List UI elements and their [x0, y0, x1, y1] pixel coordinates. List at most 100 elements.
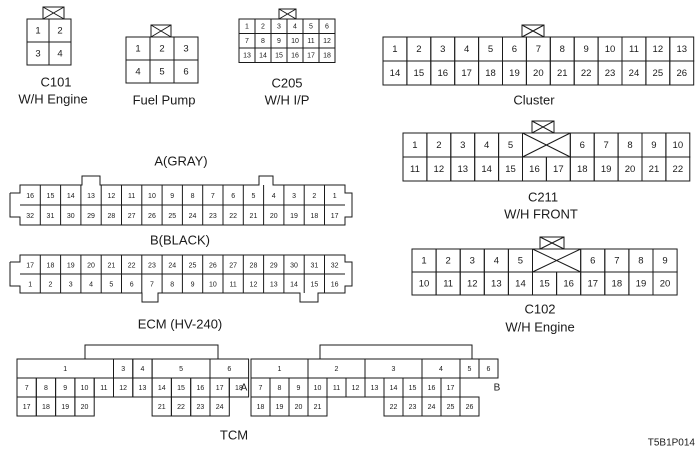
tcm-b-pin: 24 [428, 404, 436, 411]
tcm-b-cell [478, 358, 499, 379]
c211-pin: 13 [457, 164, 468, 175]
cluster-pin: 16 [437, 68, 448, 79]
c211-pin: 17 [553, 164, 564, 175]
c205-pin: 9 [277, 38, 281, 45]
c205-pin: 7 [245, 38, 249, 45]
cluster-pin: 5 [488, 44, 493, 55]
cluster-pin: 7 [536, 44, 541, 55]
c102-pin: 2 [446, 256, 451, 267]
c211-pin: 5 [508, 140, 513, 151]
cluster-pin: 15 [414, 68, 425, 79]
ecm-a-pin: 13 [87, 193, 95, 200]
ecm-a-pin: 10 [148, 193, 156, 200]
tcm-b-pin: 1 [278, 366, 282, 373]
c102-pin: 3 [470, 256, 475, 267]
tcm-b-pin: 3 [392, 366, 396, 373]
tcm-a-pin: 22 [177, 404, 185, 411]
ecm-b-pin: 30 [290, 262, 298, 269]
ecm-b-pin: 17 [26, 262, 34, 269]
ecm-a-pin: 29 [87, 213, 95, 220]
ecm-a-pin: 16 [26, 193, 34, 200]
cluster-pin: 11 [629, 44, 639, 55]
c102-pin: 19 [636, 279, 647, 290]
ecm-b-pin: 28 [250, 262, 258, 269]
cluster-pin: 22 [581, 68, 592, 79]
tcm-b-cell [307, 396, 328, 417]
c102-pin: 16 [563, 279, 574, 290]
c211-pin: 6 [580, 140, 585, 151]
cluster-pin: 2 [416, 44, 421, 55]
c102-pin: 5 [518, 256, 523, 267]
tcm-b-pin: 26 [466, 404, 474, 411]
cluster-pin: 3 [440, 44, 445, 55]
tcm-b-pin: 13 [371, 385, 379, 392]
c211-pin: 9 [651, 140, 656, 151]
c211-cell [665, 156, 691, 182]
tcm-b-pin: 17 [447, 385, 455, 392]
ecm-b-pin: 6 [130, 281, 134, 288]
ecm-a-pin: 21 [250, 213, 258, 220]
c102-lock-icon [532, 248, 582, 273]
c101-pin: 4 [57, 49, 62, 60]
c205-pin: 4 [293, 24, 297, 31]
c101-pin: 3 [35, 49, 40, 60]
tcm-a-pin: 7 [25, 385, 29, 392]
c211-lock-icon [522, 132, 571, 158]
ecm-b-pin: 14 [290, 281, 298, 288]
tcm-label: TCM [220, 427, 248, 442]
ecm-a-pin: 31 [47, 213, 55, 220]
ecm-b-pin: 22 [128, 262, 136, 269]
c205-label: C205 [271, 75, 302, 90]
c102-pin: 4 [494, 256, 499, 267]
c205-pin: 2 [261, 24, 265, 31]
ecm-b-pin: 8 [170, 281, 174, 288]
tcm-a-pin: 17 [216, 385, 224, 392]
c205-pin: 6 [325, 24, 329, 31]
ecm-b-pin: 1 [28, 281, 32, 288]
tcm-a-cell [209, 396, 230, 417]
fuel-pump-pin: 1 [135, 44, 140, 55]
tcm-a-pin: 3 [121, 366, 125, 373]
tcm-a-pin: 1 [63, 366, 67, 373]
ecm-b-pin: 18 [47, 262, 55, 269]
fuel-pump-label: Fuel Pump [133, 92, 196, 107]
tcm-b-pin: 7 [259, 385, 263, 392]
ecm-b-pin: 29 [270, 262, 278, 269]
c205-pin: 14 [259, 53, 267, 60]
c205-pin: 15 [275, 53, 283, 60]
tcm-a-pin: 5 [179, 366, 183, 373]
cluster-pin: 8 [560, 44, 565, 55]
tcm-b-pin: 9 [297, 385, 301, 392]
ecm-b-pin: 20 [87, 262, 95, 269]
c102-pin: 11 [443, 279, 453, 290]
c211-pin: 22 [673, 164, 684, 175]
c102-pin: 17 [587, 279, 598, 290]
c102-pin: 12 [467, 279, 478, 290]
tcm-a-pin: 23 [196, 404, 204, 411]
ecm-b-pin: 13 [270, 281, 278, 288]
cluster-pin: 26 [676, 68, 687, 79]
tcm-b-pin: 15 [409, 385, 417, 392]
c101-pin: 2 [57, 26, 62, 37]
c211-pin: 3 [460, 140, 465, 151]
tcm-b-pin: 19 [276, 404, 284, 411]
ecm-a-pin: 25 [168, 213, 176, 220]
ecm-b-pin: 31 [310, 262, 318, 269]
ecm-a-pin: 20 [270, 213, 278, 220]
tcm-b-pin: 4 [439, 366, 443, 373]
ecm-a-pin: 18 [310, 213, 318, 220]
tcm-a-pin: 20 [81, 404, 89, 411]
ecm-a-pin: 3 [292, 193, 296, 200]
cluster-pin: 10 [605, 44, 616, 55]
cluster-pin: 21 [557, 68, 568, 79]
tcm-b-pin: 22 [390, 404, 398, 411]
cluster-pin: 23 [605, 68, 616, 79]
ecm-a-label: A(GRAY) [154, 153, 207, 168]
tcm-a-pin: 24 [216, 404, 224, 411]
c211-pin: 7 [604, 140, 609, 151]
ecm-b-pin: 3 [69, 281, 73, 288]
ecm-b-pin: 5 [109, 281, 113, 288]
ecm-a-pin: 27 [128, 213, 136, 220]
ecm-b-pin: 21 [107, 262, 115, 269]
